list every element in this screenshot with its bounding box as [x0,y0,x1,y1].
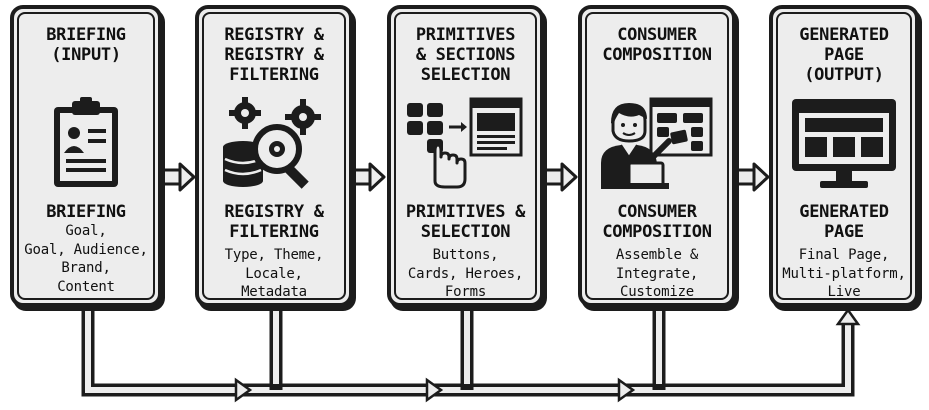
stage-subtitle: CONSUMER COMPOSITION [602,202,712,242]
stage-title: GENERATED PAGE (OUTPUT) [799,25,889,85]
stage-title: BRIEFING (INPUT) [46,25,126,65]
stage-card-registry: REGISTRY & REGISTRY & FILTERING [195,5,353,307]
person-assembling-icon [599,97,715,195]
stage-title: REGISTRY & REGISTRY & FILTERING [224,25,324,85]
stage-description: Goal, Goal, Audience, Brand, Content [24,223,148,295]
stage-description: Buttons, Cards, Heroes, Forms [407,247,524,300]
stage-card-generated: GENERATED PAGE (OUTPUT) GENERATED PAGE F… [769,5,919,307]
arrow-1-2 [160,162,196,192]
grid-select-pointer-icon [405,97,527,193]
clipboard-user-icon [46,97,126,193]
stage-subtitle: REGISTRY & FILTERING [224,202,324,242]
stage-card-primitives: PRIMITIVES & SECTIONS SELECTION [387,5,544,307]
stage-title: PRIMITIVES & SECTIONS SELECTION [415,25,516,85]
stage-description: Final Page, Multi-platform, Live [782,247,906,300]
arrow-4-5 [734,162,770,192]
stage-card-consumer: CONSUMER COMPOSITION [578,5,736,307]
bottom-pipe-arrows [234,307,861,403]
stage-description: Type, Theme, Locale, Metadata [224,247,324,300]
stage-subtitle: BRIEFING [46,202,126,222]
stage-subtitle: GENERATED PAGE [799,202,889,242]
monitor-webpage-icon [790,97,898,195]
stage-description: Assemble & Integrate, Customize [615,247,699,300]
stage-title: CONSUMER COMPOSITION [602,25,712,65]
stage-subtitle: PRIMITIVES & SELECTION [405,202,526,242]
gears-database-search-icon [219,97,329,195]
arrow-2-3 [350,162,386,192]
arrow-3-4 [542,162,578,192]
stage-card-briefing: BRIEFING (INPUT) BRIEFING Goal, Goal, Au… [10,5,162,307]
bottom-pipe [81,305,855,397]
